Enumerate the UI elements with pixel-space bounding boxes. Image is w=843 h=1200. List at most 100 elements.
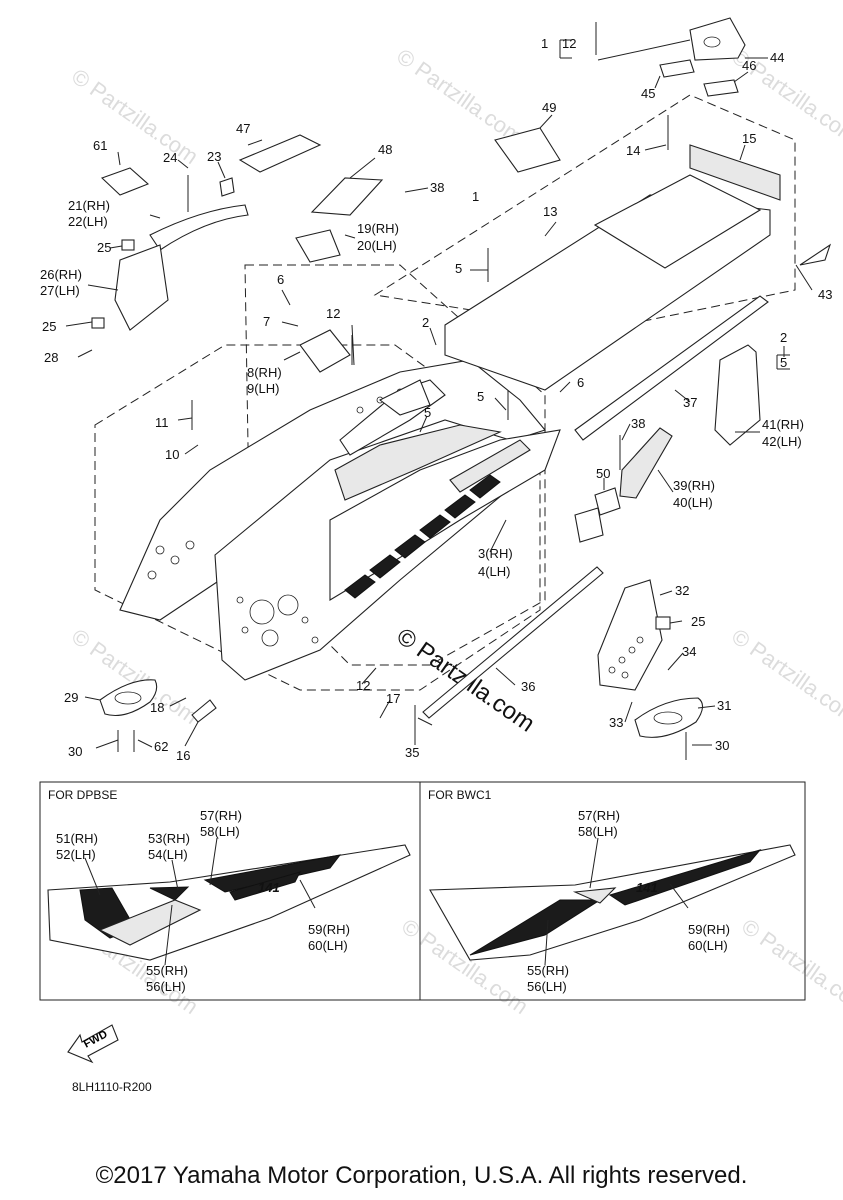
callout-35: 35 [405, 745, 419, 760]
callout-34: 34 [682, 644, 696, 659]
box-left-56-lh: 56(LH) [146, 979, 186, 994]
box-right-57-rh: 57(RH) [578, 808, 620, 823]
callout-12-b: 12 [326, 306, 340, 321]
callout-12: 12 [562, 36, 576, 51]
callout-11: 11 [155, 415, 169, 430]
callout-40-lh: 40(LH) [673, 495, 713, 510]
box-right-59-rh: 59(RH) [688, 922, 730, 937]
callout-17: 17 [386, 691, 400, 706]
fasteners [117, 22, 687, 760]
callout-13: 13 [543, 204, 557, 219]
callout-5-c: 5 [424, 405, 431, 420]
watermark-text: © Partzilla.com [67, 624, 203, 730]
callout-6-b: 6 [577, 375, 584, 390]
callout-50: 50 [596, 466, 610, 481]
callout-28: 28 [44, 350, 58, 365]
callout-36: 36 [521, 679, 535, 694]
diagram-code: 8LH1110-R200 [72, 1080, 152, 1094]
upper-left-parts [91, 134, 384, 373]
callout-5-b: 5 [780, 355, 787, 370]
callout-33: 33 [609, 715, 623, 730]
box-left-54-lh: 54(LH) [148, 847, 188, 862]
callout-3-rh: 3(RH) [478, 546, 513, 561]
box-title-dpbse: FOR DPBSE [48, 788, 117, 802]
callout-25-a: 25 [97, 240, 111, 255]
callout-41-rh: 41(RH) [762, 417, 804, 432]
callout-8-rh: 8(RH) [247, 365, 282, 380]
callout-labels: 1 12 44 46 45 49 15 14 47 61 24 23 48 38… [40, 36, 832, 763]
fwd-arrow-icon: FWD [67, 1024, 119, 1064]
box-title-bwc1: FOR BWC1 [428, 788, 492, 802]
callout-47: 47 [236, 121, 250, 136]
callout-46: 46 [742, 58, 756, 73]
upper-right-parts [494, 17, 832, 266]
box-left-58-lh: 58(LH) [200, 824, 240, 839]
decal-box-dpbse: FOR DPBSE 141 51(RH) 52(LH) 53(RH) 54(LH… [39, 781, 421, 1001]
callout-29: 29 [64, 690, 78, 705]
tunnel-frame [119, 359, 561, 681]
callout-7: 7 [263, 314, 270, 329]
box-right-60-lh: 60(LH) [688, 938, 728, 953]
callout-27-lh: 27(LH) [40, 283, 80, 298]
box-right-56-lh: 56(LH) [527, 979, 567, 994]
box-left-60-lh: 60(LH) [308, 938, 348, 953]
callout-49: 49 [542, 100, 556, 115]
box-left-55-rh: 55(RH) [146, 963, 188, 978]
box-left-59-rh: 59(RH) [308, 922, 350, 937]
box-left-51-rh: 51(RH) [56, 831, 98, 846]
callout-26-rh: 26(RH) [40, 267, 82, 282]
box-left-57-rh: 57(RH) [200, 808, 242, 823]
callout-38-b: 38 [631, 416, 645, 431]
tunnel-cutouts [344, 474, 501, 599]
callout-39-rh: 39(RH) [673, 478, 715, 493]
callout-32: 32 [675, 583, 689, 598]
callout-4-lh: 4(LH) [478, 564, 511, 579]
callout-61: 61 [93, 138, 107, 153]
callout-43: 43 [818, 287, 832, 302]
watermark-text: © Partzilla.com [67, 64, 203, 170]
callout-24: 24 [163, 150, 177, 165]
decal-box-bwc1: FOR BWC1 141 57(RH) 58(LH) 59(RH) 60(LH)… [419, 781, 806, 1001]
decal-number-bwc1: 141 [636, 880, 658, 895]
callout-9-lh: 9(LH) [247, 381, 280, 396]
callout-37: 37 [683, 395, 697, 410]
leader-lines [65, 39, 813, 749]
callout-25-b: 25 [42, 319, 56, 334]
callout-22-lh: 22(LH) [68, 214, 108, 229]
callout-16: 16 [176, 748, 190, 763]
callout-21-rh: 21(RH) [68, 198, 110, 213]
callout-19-rh: 19(RH) [357, 221, 399, 236]
decal-number-dpbse: 141 [258, 880, 280, 895]
callout-18: 18 [150, 700, 164, 715]
box-left-52-lh: 52(LH) [56, 847, 96, 862]
callout-1-assy: 1 [472, 189, 479, 204]
rear-parts [417, 295, 769, 726]
callout-20-lh: 20(LH) [357, 238, 397, 253]
callout-25-c: 25 [691, 614, 705, 629]
watermark-text: © Partzilla.com [392, 44, 528, 150]
callout-2-b: 2 [780, 330, 787, 345]
callout-10: 10 [165, 447, 179, 462]
callout-5-a: 5 [455, 261, 462, 276]
callout-45: 45 [641, 86, 655, 101]
callout-6-a: 6 [277, 272, 284, 287]
watermark-text: © Partzilla.com [727, 624, 843, 730]
callout-30-right: 30 [715, 738, 729, 753]
callout-14: 14 [626, 143, 640, 158]
callout-1: 1 [541, 36, 548, 51]
callout-2-a: 2 [422, 315, 429, 330]
callout-38-top: 38 [430, 180, 444, 195]
callout-62: 62 [154, 739, 168, 754]
lower-left-parts [99, 679, 217, 723]
callout-44: 44 [770, 50, 784, 65]
box-left-53-rh: 53(RH) [148, 831, 190, 846]
callout-48: 48 [378, 142, 392, 157]
callout-12-c: 12 [356, 678, 370, 693]
copyright-notice: ©2017 Yamaha Motor Corporation, U.S.A. A… [95, 1162, 748, 1189]
top-deck [444, 144, 781, 391]
callout-15: 15 [742, 131, 756, 146]
callout-42-lh: 42(LH) [762, 434, 802, 449]
callout-30-left: 30 [68, 744, 82, 759]
box-right-58-lh: 58(LH) [578, 824, 618, 839]
